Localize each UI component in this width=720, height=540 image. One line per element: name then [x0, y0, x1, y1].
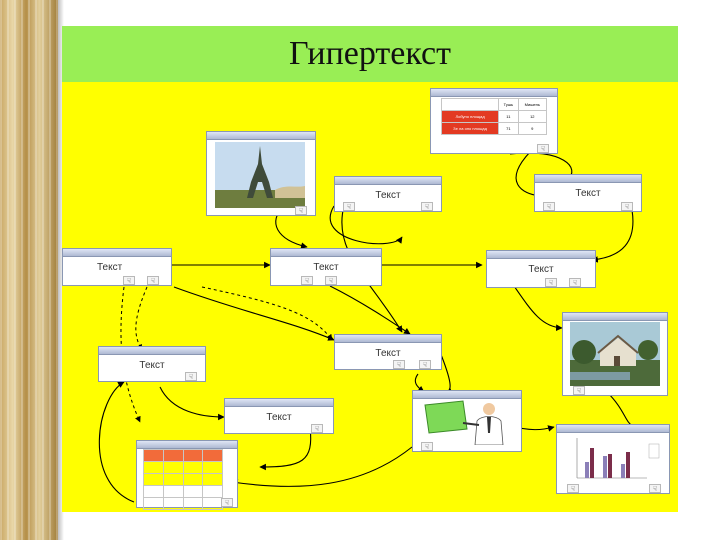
house-node[interactable]: ☟: [562, 312, 668, 396]
nav-hand-icon[interactable]: ☟: [537, 144, 549, 153]
node-label: Текст: [139, 360, 165, 371]
node-title-bar: [225, 399, 333, 407]
node-title-bar: [207, 132, 315, 140]
nav-hand-icon[interactable]: ☟: [301, 276, 313, 285]
eiffel-tower-picture: [215, 142, 305, 208]
table-cell: Лобуно площад: [440, 110, 500, 123]
node-title-bar: [563, 313, 667, 321]
arrow-textright-text3: [591, 209, 634, 263]
nav-hand-icon[interactable]: ☟: [421, 442, 433, 451]
table-cell: 12: [517, 110, 548, 123]
diagram-canvas: Тушь Мишень Лобуно площад 11 12 Зе ла он…: [62, 82, 678, 512]
node-title-bar: [431, 89, 557, 97]
nav-hand-icon[interactable]: ☟: [567, 484, 579, 493]
text-node-4[interactable]: Текст ☟ ☟: [270, 248, 382, 286]
arrow-house-chart: [606, 391, 648, 431]
node-label: Текст: [313, 262, 339, 273]
arrow-presenter-table: [231, 446, 413, 487]
slide-title: Гипертекст: [289, 35, 451, 72]
nav-hand-icon[interactable]: ☟: [295, 206, 307, 215]
node-title-bar: [271, 249, 381, 257]
nav-hand-icon[interactable]: ☟: [649, 484, 661, 493]
text-node-6[interactable]: Текст ☟: [98, 346, 206, 382]
node-label: Текст: [97, 262, 123, 273]
node-label: Текст: [375, 190, 401, 201]
arrow-text3-house: [513, 285, 563, 331]
nav-hand-icon[interactable]: ☟: [123, 276, 135, 285]
nav-hand-icon[interactable]: ☟: [421, 202, 433, 211]
nav-hand-icon[interactable]: ☟: [343, 202, 355, 211]
text-node-2[interactable]: Текст ☟ ☟: [534, 174, 642, 212]
arrow-textleft-textbottom: [159, 386, 225, 421]
node-title-bar: [413, 391, 521, 399]
presenter-node[interactable]: ☟: [412, 390, 522, 452]
decorative-spine: [0, 0, 64, 540]
node-label: Текст: [266, 412, 292, 423]
data-table: [143, 449, 223, 510]
nav-hand-icon[interactable]: ☟: [311, 424, 323, 433]
nav-hand-icon[interactable]: ☟: [419, 360, 431, 369]
table-cell: 9: [517, 122, 548, 135]
text-node-8[interactable]: Текст ☟: [224, 398, 334, 434]
node-label: Текст: [375, 348, 401, 359]
text-node-5[interactable]: Текст ☟ ☟: [486, 250, 596, 288]
arrow-text1-textmid: [173, 286, 335, 341]
table-cell: 71: [498, 122, 519, 135]
node-title-bar: [335, 177, 441, 185]
nav-hand-icon[interactable]: ☟: [185, 372, 197, 381]
nav-hand-icon[interactable]: ☟: [325, 276, 337, 285]
data-table: Тушь Мишень Лобуно площад 11 12 Зе ла он…: [440, 98, 548, 135]
node-title-bar: [487, 251, 595, 259]
title-bar: Гипертекст: [62, 26, 678, 82]
eiffel-node[interactable]: ☟: [206, 131, 316, 216]
node-title-bar: [535, 175, 641, 183]
chart-node[interactable]: ☟ ☟: [556, 424, 670, 494]
arrow-table-textleft: [98, 381, 135, 503]
house-picture: [570, 322, 660, 386]
bar-chart-picture: [576, 438, 660, 479]
nav-hand-icon[interactable]: ☟: [621, 202, 633, 211]
nav-hand-icon[interactable]: ☟: [221, 498, 233, 507]
nav-hand-icon[interactable]: ☟: [545, 278, 557, 287]
table-cell: Зе ла оно площад: [440, 122, 500, 135]
text-node-3[interactable]: Текст ☟ ☟: [62, 248, 172, 286]
nav-hand-icon[interactable]: ☟: [147, 276, 159, 285]
dashed-arrow-text1-textmid: [201, 286, 333, 341]
node-title-bar: [63, 249, 171, 257]
table-cell: [440, 98, 500, 111]
table-cell: Мишень: [517, 98, 548, 111]
nav-hand-icon[interactable]: ☟: [543, 202, 555, 211]
table-top-node[interactable]: Тушь Мишень Лобуно площад 11 12 Зе ла он…: [430, 88, 558, 154]
nav-hand-icon[interactable]: ☟: [393, 360, 405, 369]
text-node-1[interactable]: Текст ☟ ☟: [334, 176, 442, 212]
node-title-bar: [335, 335, 441, 343]
node-title-bar: [99, 347, 205, 355]
arrow-texttop-text2: [329, 205, 403, 245]
dashed-arrow-text1-textleft: [135, 286, 148, 351]
node-label: Текст: [575, 188, 601, 199]
table-cell: 11: [498, 110, 519, 123]
presenter-picture: [424, 400, 504, 445]
link-arrows: [98, 151, 648, 503]
table-cell: Тушь: [498, 98, 519, 111]
node-title-bar: [137, 441, 237, 449]
nav-hand-icon[interactable]: ☟: [573, 386, 585, 395]
node-title-bar: [557, 425, 669, 433]
arrow-textbottom-table: [259, 426, 312, 471]
table-bottom-node[interactable]: ☟: [136, 440, 238, 510]
node-label: Текст: [528, 264, 554, 275]
nav-hand-icon[interactable]: ☟: [569, 278, 581, 287]
text-node-7[interactable]: Текст ☟ ☟: [334, 334, 442, 370]
arrow-text2-textmid: [329, 285, 411, 335]
